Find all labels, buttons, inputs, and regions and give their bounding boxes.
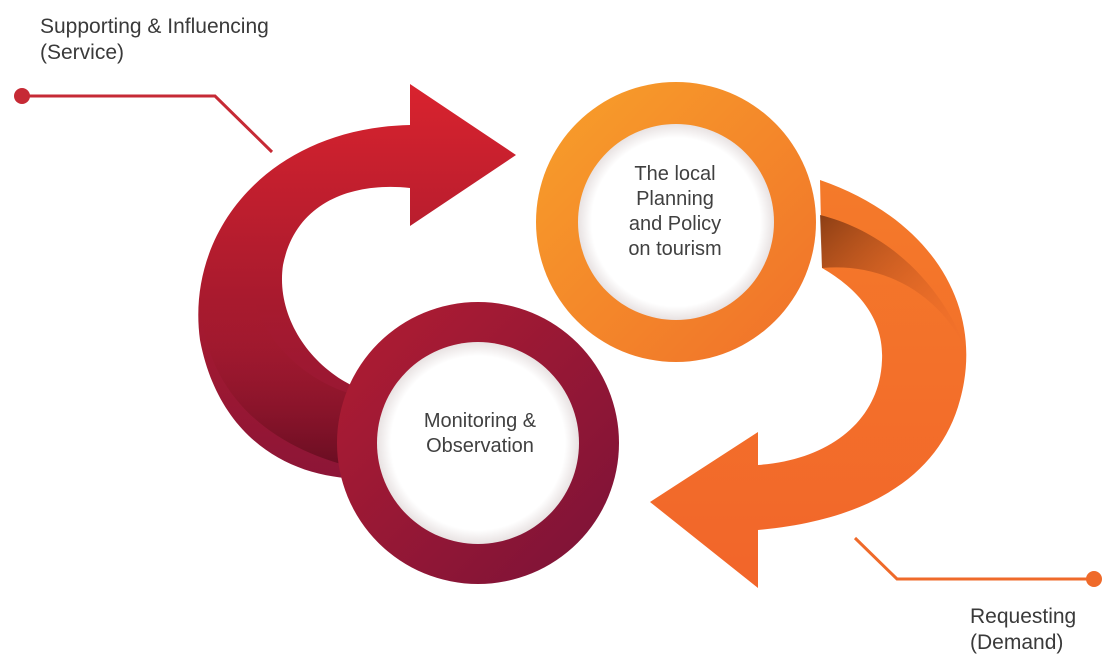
label-demand-line2: (Demand) xyxy=(970,631,1064,654)
monitoring-line1: Monitoring & xyxy=(423,410,537,432)
label-requesting: Requesting (Demand) xyxy=(970,604,1076,656)
label-supporting-influencing: Supporting & Influencing (Service) xyxy=(40,14,269,66)
red-cycle-arrow xyxy=(198,84,516,479)
planning-line2: Planning xyxy=(636,188,714,210)
planning-line3: and Policy xyxy=(628,213,722,235)
label-service-line2: (Service) xyxy=(40,41,125,64)
label-service-line1: Supporting & Influencing xyxy=(40,15,269,38)
connector-dot-demand xyxy=(1086,571,1102,587)
label-demand-line1: Requesting xyxy=(970,605,1077,628)
planning-line4: on tourism xyxy=(628,238,722,260)
orange-cycle-arrow xyxy=(650,180,968,588)
orange-arrow-fold xyxy=(820,215,968,355)
connector-demand xyxy=(853,536,1102,587)
monitoring-line2: Observation xyxy=(426,435,534,457)
red-arrow-inner-fold xyxy=(200,300,365,470)
planning-line1: The local xyxy=(634,163,716,185)
connector-dot-service xyxy=(14,88,30,104)
monitoring-ring xyxy=(337,302,619,584)
connector-service xyxy=(14,88,274,154)
orange-arrow-body xyxy=(650,180,967,588)
planning-policy-text: The local Planning and Policy on tourism xyxy=(580,162,770,262)
monitoring-observation-text: Monitoring & Observation xyxy=(380,409,580,459)
planning-ring xyxy=(536,82,816,362)
